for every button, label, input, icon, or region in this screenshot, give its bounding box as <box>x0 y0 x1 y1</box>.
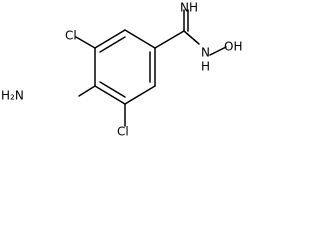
ring-bond-5 <box>94 85 126 105</box>
hydroxylamine-h-label: H <box>201 60 210 74</box>
chloro-bottom-label: Cl <box>117 125 129 139</box>
ring-bond-4 <box>124 85 156 105</box>
ring-inner-double-1 <box>99 36 126 53</box>
hydroxyl-label: OH <box>224 40 242 54</box>
amidine-n-bond <box>183 30 200 45</box>
ring-bond-2 <box>124 29 156 49</box>
imine-label: NH <box>180 1 198 15</box>
ring-bond-1 <box>94 29 126 49</box>
amine-bond <box>78 85 96 97</box>
ring-inner-double-3 <box>99 81 126 98</box>
chloro-top-bond <box>75 36 96 49</box>
hydroxylamine-n-label: N <box>201 46 210 60</box>
molecule-diagram: NH N H OH H₂N Cl Cl <box>1 1 242 139</box>
amidine-carbon-bond <box>154 30 185 49</box>
amine-label: H₂N <box>1 89 24 103</box>
chloro-top-label: Cl <box>65 29 77 43</box>
structure-canvas: NH N H OH H₂N Cl Cl <box>1 0 243 139</box>
n-oh-bond <box>209 46 227 56</box>
